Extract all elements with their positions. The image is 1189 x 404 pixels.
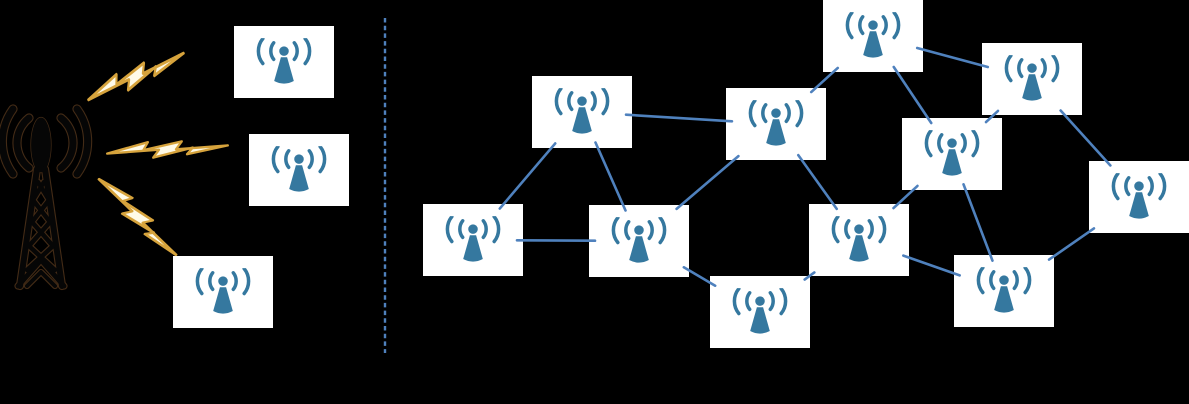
multi-hop-panel xyxy=(385,0,1189,404)
antenna-icon xyxy=(921,130,983,182)
mesh-node xyxy=(423,204,523,276)
antenna-icon xyxy=(268,146,330,198)
antenna-icon xyxy=(745,100,807,152)
mesh-node xyxy=(589,205,689,277)
antenna-icon xyxy=(442,216,504,268)
antenna-icon xyxy=(1001,55,1063,107)
receiver-node xyxy=(249,134,349,206)
mesh-node xyxy=(954,255,1054,327)
antenna-icon xyxy=(253,38,315,90)
mesh-node xyxy=(982,43,1082,115)
mesh-node xyxy=(902,118,1002,190)
antenna-icon xyxy=(1108,173,1170,225)
antenna-icon xyxy=(192,268,254,320)
antenna-icon xyxy=(828,216,890,268)
mesh-node xyxy=(823,0,923,72)
antenna-icon xyxy=(973,267,1035,319)
antenna-icon xyxy=(551,88,613,140)
antenna-icon xyxy=(608,217,670,269)
antenna-icon xyxy=(729,288,791,340)
mesh-node xyxy=(710,276,810,348)
mesh-node xyxy=(809,204,909,276)
receiver-node xyxy=(173,256,273,328)
mesh-node xyxy=(726,88,826,160)
mesh-node xyxy=(1089,161,1189,233)
receiver-node xyxy=(234,26,334,98)
mesh-node xyxy=(532,76,632,148)
single-hop-panel xyxy=(0,0,385,404)
antenna-icon xyxy=(842,12,904,64)
